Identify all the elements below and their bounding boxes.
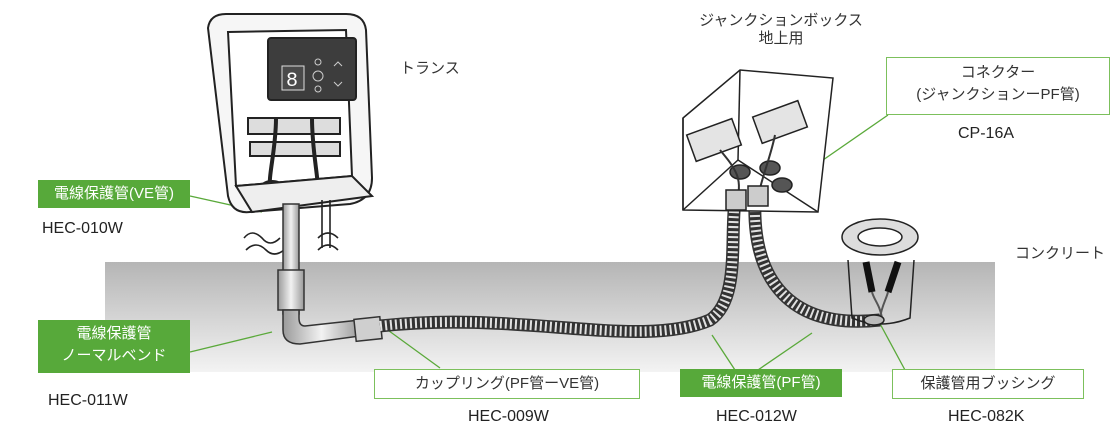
ve-joint: [277, 269, 305, 311]
junction-box: [682, 69, 834, 213]
connector-code: CP-16A: [958, 125, 1015, 142]
junction-box-label: ジャンクションボックス 地上用: [694, 12, 868, 48]
transformer-wires: [243, 200, 339, 255]
ve-conduit-label: 電線保護管(VE管): [38, 180, 190, 208]
transformer: [206, 13, 375, 214]
coupling-label: カップリング(PF管ーVE管): [374, 369, 640, 399]
pf-conduit-label: 電線保護管(PF管): [680, 369, 842, 397]
ve-conduit-code: HEC-010W: [42, 220, 123, 237]
bushing-fixture: [841, 218, 919, 326]
junction-box-label-line2: 地上用: [758, 30, 804, 47]
concrete-label: コンクリート: [1015, 245, 1106, 262]
normal-bend-label: 電線保護管 ノーマルベンド: [38, 320, 190, 373]
normal-bend-label-line1: 電線保護管: [76, 325, 152, 342]
coupling: [353, 315, 383, 343]
connector-label-line1: コネクター: [960, 64, 1036, 81]
normal-bend-label-line2: ノーマルベンド: [61, 347, 167, 364]
connector-label: コネクター (ジャンクションーPF管): [886, 57, 1110, 115]
connector-label-line2: (ジャンクションーPF管): [916, 86, 1080, 103]
bushing-label: 保護管用ブッシング: [892, 369, 1084, 399]
bushing-code: HEC-082K: [948, 408, 1025, 425]
junction-box-label-line1: ジャンクションボックス: [699, 12, 863, 29]
pf-conduit-code: HEC-012W: [716, 408, 797, 425]
coupling-code: HEC-009W: [468, 408, 549, 425]
normal-bend-code: HEC-011W: [48, 392, 128, 409]
transformer-display-digit: 8: [286, 70, 298, 93]
transformer-label: トランス: [400, 60, 460, 77]
